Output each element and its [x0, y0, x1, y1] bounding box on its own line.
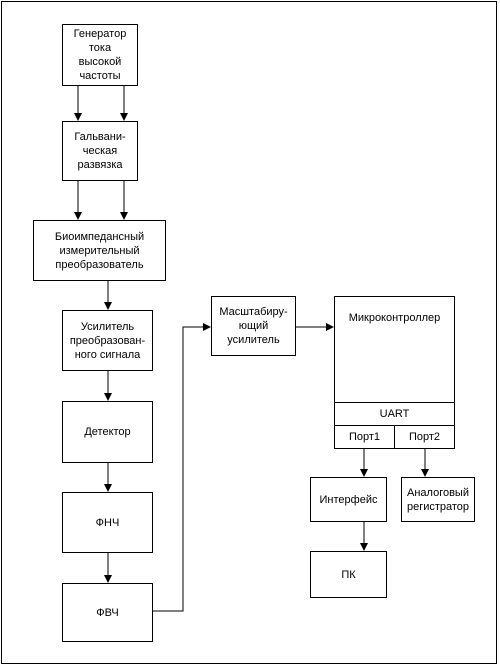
galvanic-isolation-block: Гальвани- ческая развязка [62, 121, 138, 181]
interface-block: Интерфейс [310, 477, 387, 522]
uart-section: UART [334, 402, 455, 426]
lpf-block: ФНЧ [62, 492, 153, 553]
hpf-block: ФВЧ [62, 583, 153, 642]
port2-section: Порт2 [394, 425, 455, 449]
generator-block: Генератор тока высокой частоты [62, 24, 138, 86]
analog-recorder-block: Аналоговый регистратор [401, 477, 475, 522]
port1-section: Порт1 [334, 425, 395, 449]
scaling-amplifier-block: Масштабиру- ющий усилитель [211, 296, 296, 356]
bioimpedance-transducer-block: Биоимпедансный измерительный преобразова… [33, 220, 166, 281]
detector-block: Детектор [62, 401, 153, 463]
pc-block: ПК [310, 551, 387, 598]
signal-amplifier-block: Усилитель преобразован- ного сигнала [62, 310, 153, 371]
arrow-hpf-scaling [153, 323, 211, 612]
